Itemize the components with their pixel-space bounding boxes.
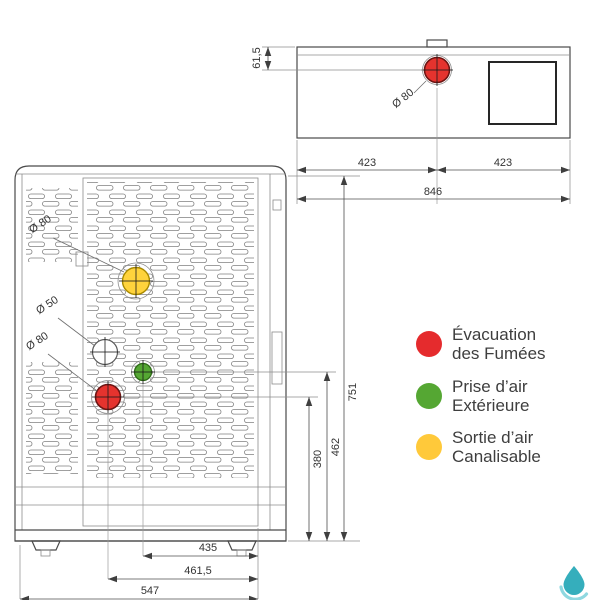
legend-dot-flue — [416, 331, 442, 357]
legend-item-flue-exhaust: Évacuation des Fumées — [416, 325, 546, 363]
legend-label-duct-line2: Canalisable — [452, 447, 541, 466]
flue-stub — [426, 39, 448, 48]
top-flue-diameter-label: Ø 80 — [390, 87, 416, 111]
legend-label-duct-line1: Sortie d’air — [452, 428, 534, 447]
right-foot — [227, 540, 257, 551]
legend-item-ducted-air: Sortie d’air Canalisable — [416, 428, 541, 466]
right-half-dimension: 423 — [494, 157, 512, 169]
top-view-drawing: Ø 80 61,5 423 423 846 — [251, 39, 571, 204]
flue-outlet-diameter-label: Ø 80 — [24, 330, 51, 353]
left-half-dimension: 423 — [358, 157, 376, 169]
flue-outlet-rear-circle — [91, 380, 125, 414]
rear-view-drawing: Ø 80 Ø 50 Ø 80 751 462 380 435 — [14, 165, 360, 600]
legend-label-air-line1: Prise d’air — [452, 377, 528, 396]
air-intake-height-dimension: 462 — [330, 438, 342, 456]
air-intake-circle — [131, 360, 155, 384]
swoosh-icon — [559, 585, 589, 600]
left-foot — [31, 540, 61, 551]
legend-label-air-line2: Extérieure — [452, 396, 529, 415]
legend-dot-air-intake — [416, 383, 442, 409]
top-view-opening — [488, 61, 557, 125]
legend-dot-ducted-air — [416, 434, 442, 460]
perforated-panel — [87, 182, 254, 478]
total-width-dimension: 846 — [424, 186, 442, 198]
rear-inner-panel — [82, 177, 259, 527]
flue-height-dimension: 380 — [312, 450, 324, 468]
round-opening-circle — [90, 337, 120, 367]
top-view-dimension-61-5: 61,5 — [251, 46, 423, 71]
air-offset-dimension: 435 — [199, 542, 217, 554]
water-drop-icon — [563, 566, 585, 595]
flue-offset-bottom-dimension: 461,5 — [184, 565, 212, 577]
top-view-width-dimensions: 423 423 846 — [296, 140, 571, 204]
rear-bottom-dimensions: 435 461,5 547 — [19, 384, 259, 600]
flue-outlet-top-circle — [421, 54, 453, 86]
legend: Évacuation des Fumées Prise d’air Extéri… — [416, 325, 546, 466]
rear-height-dimensions: 751 462 380 — [125, 175, 360, 542]
legend-label-flue-line1: Évacuation — [452, 325, 536, 344]
total-bottom-dimension: 547 — [141, 585, 159, 597]
flue-offset-dimension: 61,5 — [251, 47, 263, 68]
side-latch-detail — [271, 331, 283, 385]
round-opening-diameter-label: Ø 50 — [34, 294, 61, 317]
legend-label-flue-line2: des Fumées — [452, 344, 546, 363]
side-hinge-detail — [272, 199, 282, 211]
site-logo — [559, 566, 589, 600]
perforated-strip-lower — [26, 362, 78, 474]
total-height-dimension: 751 — [347, 383, 359, 401]
perforated-strip-upper — [26, 188, 78, 262]
ducted-air-outlet-circle — [117, 262, 155, 300]
legend-item-air-intake: Prise d’air Extérieure — [416, 377, 529, 415]
